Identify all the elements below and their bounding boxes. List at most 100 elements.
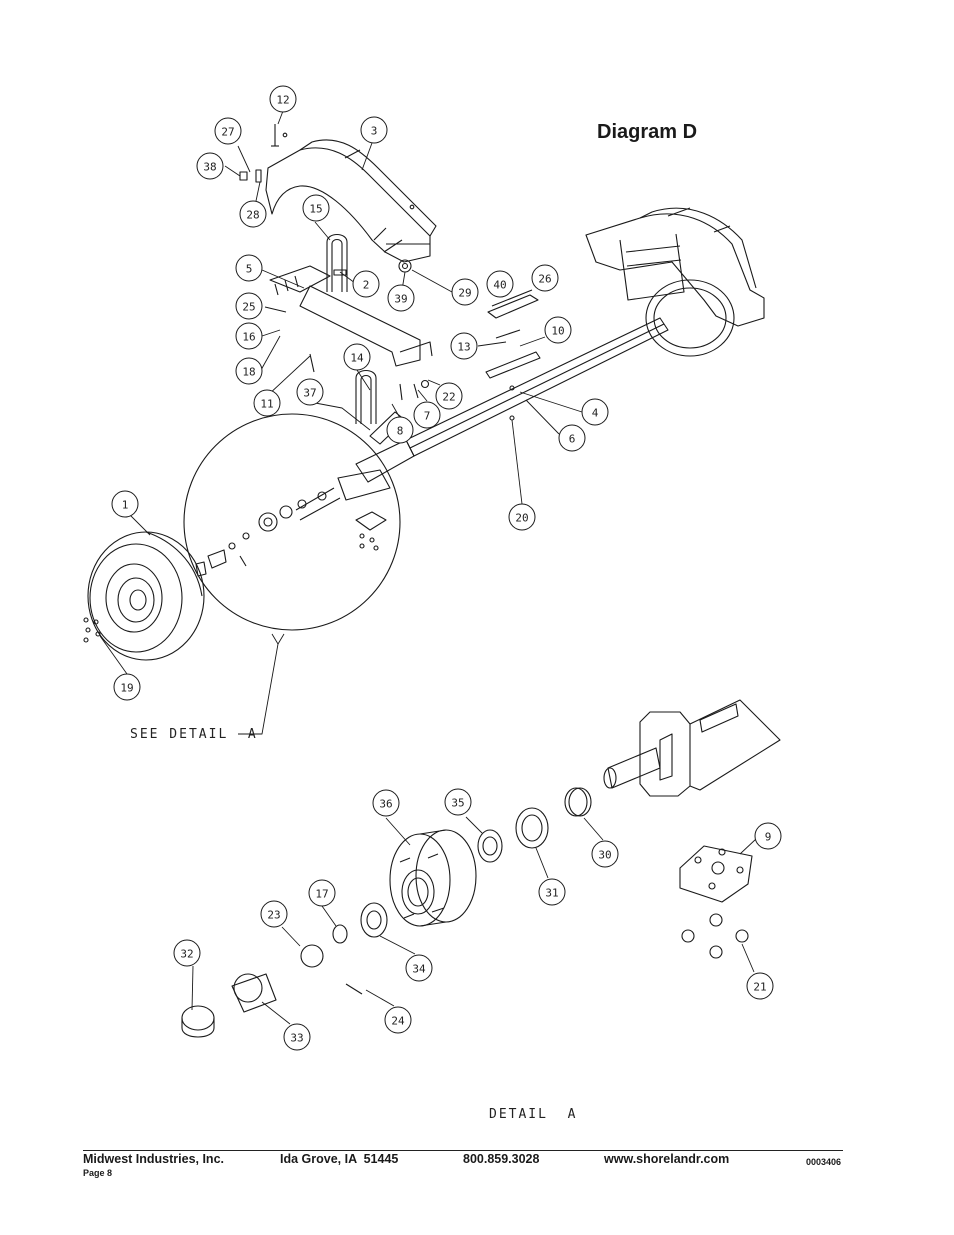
callout-label: 3 (371, 125, 378, 138)
callout-16: 16 (235, 322, 263, 350)
callout-6: 6 (558, 424, 586, 452)
callout-15: 15 (302, 194, 330, 222)
callout-22: 22 (435, 382, 463, 410)
callout-26: 26 (531, 264, 559, 292)
axle-tube (355, 317, 669, 483)
upper-hardware (239, 124, 541, 445)
callout-3: 3 (360, 116, 388, 144)
callout-17: 17 (308, 879, 336, 907)
callout-label: 25 (242, 301, 255, 314)
see-detail-label: SEE DETAIL A (130, 727, 258, 742)
callout-24: 24 (384, 1006, 412, 1034)
callout-9: 9 (754, 822, 782, 850)
callout-label: 32 (180, 948, 193, 961)
callout-label: 24 (391, 1015, 405, 1028)
callout-27: 27 (214, 117, 242, 145)
callout-label: 6 (569, 433, 576, 446)
callout-4: 4 (581, 398, 609, 426)
callout-label: 5 (246, 263, 253, 276)
tie-plate (679, 845, 753, 959)
callout-label: 19 (120, 682, 133, 695)
callout-36: 36 (372, 789, 400, 817)
callout-2: 2 (352, 270, 380, 298)
callout-7: 7 (413, 401, 441, 429)
callout-18: 18 (235, 357, 263, 385)
callout-30: 30 (591, 840, 619, 868)
detail-label: DETAIL A (489, 1107, 577, 1122)
callout-39: 39 (387, 284, 415, 312)
callouts: 12 27 3 38 28 15 5 2 40 26 39 29 25 16 1… (111, 85, 782, 1051)
callout-10: 10 (544, 316, 572, 344)
callout-label: 37 (303, 387, 316, 400)
callout-label: 33 (290, 1032, 303, 1045)
detail-circle (183, 413, 401, 631)
callout-label: 22 (442, 391, 455, 404)
callout-21: 21 (746, 972, 774, 1000)
callout-label: 29 (458, 287, 471, 300)
callout-label: 34 (412, 963, 426, 976)
callout-29: 29 (451, 278, 479, 306)
callout-32: 32 (173, 939, 201, 967)
footer-city: Ida Grove, IA 51445 (280, 1152, 399, 1166)
spindle-assembly (603, 699, 781, 797)
footer-doc-code: 0003406 (806, 1157, 842, 1167)
callout-label: 13 (457, 341, 470, 354)
callout-label: 9 (765, 831, 772, 844)
callout-14: 14 (343, 343, 371, 371)
hub (389, 829, 477, 927)
callout-37: 37 (296, 378, 324, 406)
u-bolts (326, 233, 377, 424)
callout-label: 17 (315, 888, 328, 901)
callout-11: 11 (253, 389, 281, 417)
footer-page-number: Page 8 (83, 1168, 113, 1178)
callout-label: 21 (753, 981, 766, 994)
callout-label: 4 (592, 407, 599, 420)
callout-13: 13 (450, 332, 478, 360)
callout-19: 19 (113, 673, 141, 701)
callout-1: 1 (111, 490, 139, 518)
footer-divider (83, 1150, 843, 1151)
callout-label: 7 (424, 410, 431, 423)
callout-label: 14 (350, 352, 364, 365)
wheel-tire (83, 531, 205, 661)
callout-label: 39 (394, 293, 407, 306)
callout-40: 40 (486, 270, 514, 298)
callout-label: 40 (493, 279, 506, 292)
callout-20: 20 (508, 503, 536, 531)
callout-35: 35 (444, 788, 472, 816)
callout-label: 18 (242, 366, 255, 379)
callout-label: 36 (379, 798, 392, 811)
callout-label: 2 (363, 279, 370, 292)
callout-25: 25 (235, 292, 263, 320)
callout-5: 5 (235, 254, 263, 282)
page-title: Diagram D (597, 121, 698, 143)
footer-website: www.shorelandr.com (604, 1152, 730, 1166)
callout-label: 23 (267, 909, 280, 922)
callout-label: 27 (221, 126, 234, 139)
callout-label: 31 (545, 887, 558, 900)
callout-label: 1 (122, 499, 129, 512)
callout-label: 12 (276, 94, 289, 107)
bearings (181, 787, 592, 1038)
footer-company: Midwest Industries, Inc. (83, 1152, 224, 1166)
callout-label: 26 (538, 273, 551, 286)
left-fender (265, 132, 437, 263)
right-fender (585, 207, 765, 357)
callout-label: 35 (451, 797, 464, 810)
left-bracket (269, 265, 433, 367)
callout-12: 12 (269, 85, 297, 113)
callout-label: 28 (246, 209, 259, 222)
callout-label: 30 (598, 849, 611, 862)
footer-phone: 800.859.3028 (463, 1152, 540, 1166)
callout-label: 20 (515, 512, 528, 525)
callout-34: 34 (405, 954, 433, 982)
callout-31: 31 (538, 878, 566, 906)
callout-33: 33 (283, 1023, 311, 1051)
callout-label: 16 (242, 331, 255, 344)
callout-label: 38 (203, 161, 216, 174)
callout-28: 28 (239, 200, 267, 228)
callout-label: 8 (397, 425, 404, 438)
callout-23: 23 (260, 900, 288, 928)
callout-label: 15 (309, 203, 322, 216)
